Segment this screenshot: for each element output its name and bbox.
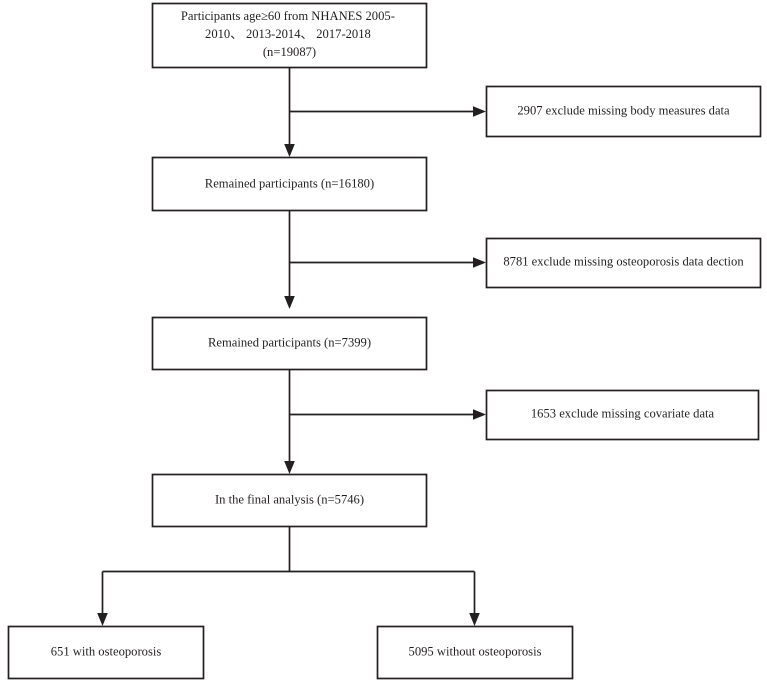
remained-participants-7399-label: Remained participants (n=7399)	[208, 335, 371, 349]
source-population-box: Participants age≥60 from NHANES 2005- 20…	[151, 2, 428, 69]
connector-branch-exclusion3	[289, 409, 486, 420]
exclusion-osteoporosis-detection-box: 8781 exclude missing osteoporosis data d…	[485, 237, 762, 289]
remained-participants-16180-box: Remained participants (n=16180)	[151, 156, 428, 212]
connector-branch-exclusion2	[289, 257, 486, 268]
connector-final-to-outcomes	[97, 526, 480, 626]
source-population-line-2: 2010、 2013-2014、 2017-2018	[205, 27, 371, 41]
exclusion-covariate-box: 1653 exclude missing covariate data	[485, 389, 760, 441]
outcome-with-osteoporosis-label: 651 with osteoporosis	[51, 644, 162, 658]
connector-remained1-to-remained2	[284, 210, 295, 309]
connector-remained2-to-final	[284, 369, 295, 474]
exclusion-osteoporosis-detection-label: 8781 exclude missing osteoporosis data d…	[503, 254, 744, 268]
remained-participants-7399-box: Remained participants (n=7399)	[151, 316, 428, 371]
exclusion-body-measures-box: 2907 exclude missing body measures data	[485, 85, 762, 138]
connector-source-to-remained1	[284, 67, 295, 157]
source-population-line-3: (n=19087)	[263, 45, 316, 59]
outcome-without-osteoporosis-label: 5095 without osteoporosis	[409, 644, 542, 658]
outcome-without-osteoporosis-box: 5095 without osteoporosis	[376, 625, 574, 680]
exclusion-covariate-label: 1653 exclude missing covariate data	[531, 406, 715, 420]
remained-participants-16180-label: Remained participants (n=16180)	[205, 176, 374, 190]
final-analysis-label: In the final analysis (n=5746)	[215, 492, 364, 506]
source-population-line-1: Participants age≥60 from NHANES 2005-	[181, 9, 395, 23]
exclusion-body-measures-label: 2907 exclude missing body measures data	[517, 103, 730, 117]
outcome-with-osteoporosis-box: 651 with osteoporosis	[7, 625, 205, 680]
svg-text:Participants age≥60 from NHANE: Participants age≥60 from NHANES 2005- 20…	[181, 9, 398, 59]
connector-branch-exclusion1	[289, 106, 486, 117]
final-analysis-box: In the final analysis (n=5746)	[151, 473, 428, 528]
